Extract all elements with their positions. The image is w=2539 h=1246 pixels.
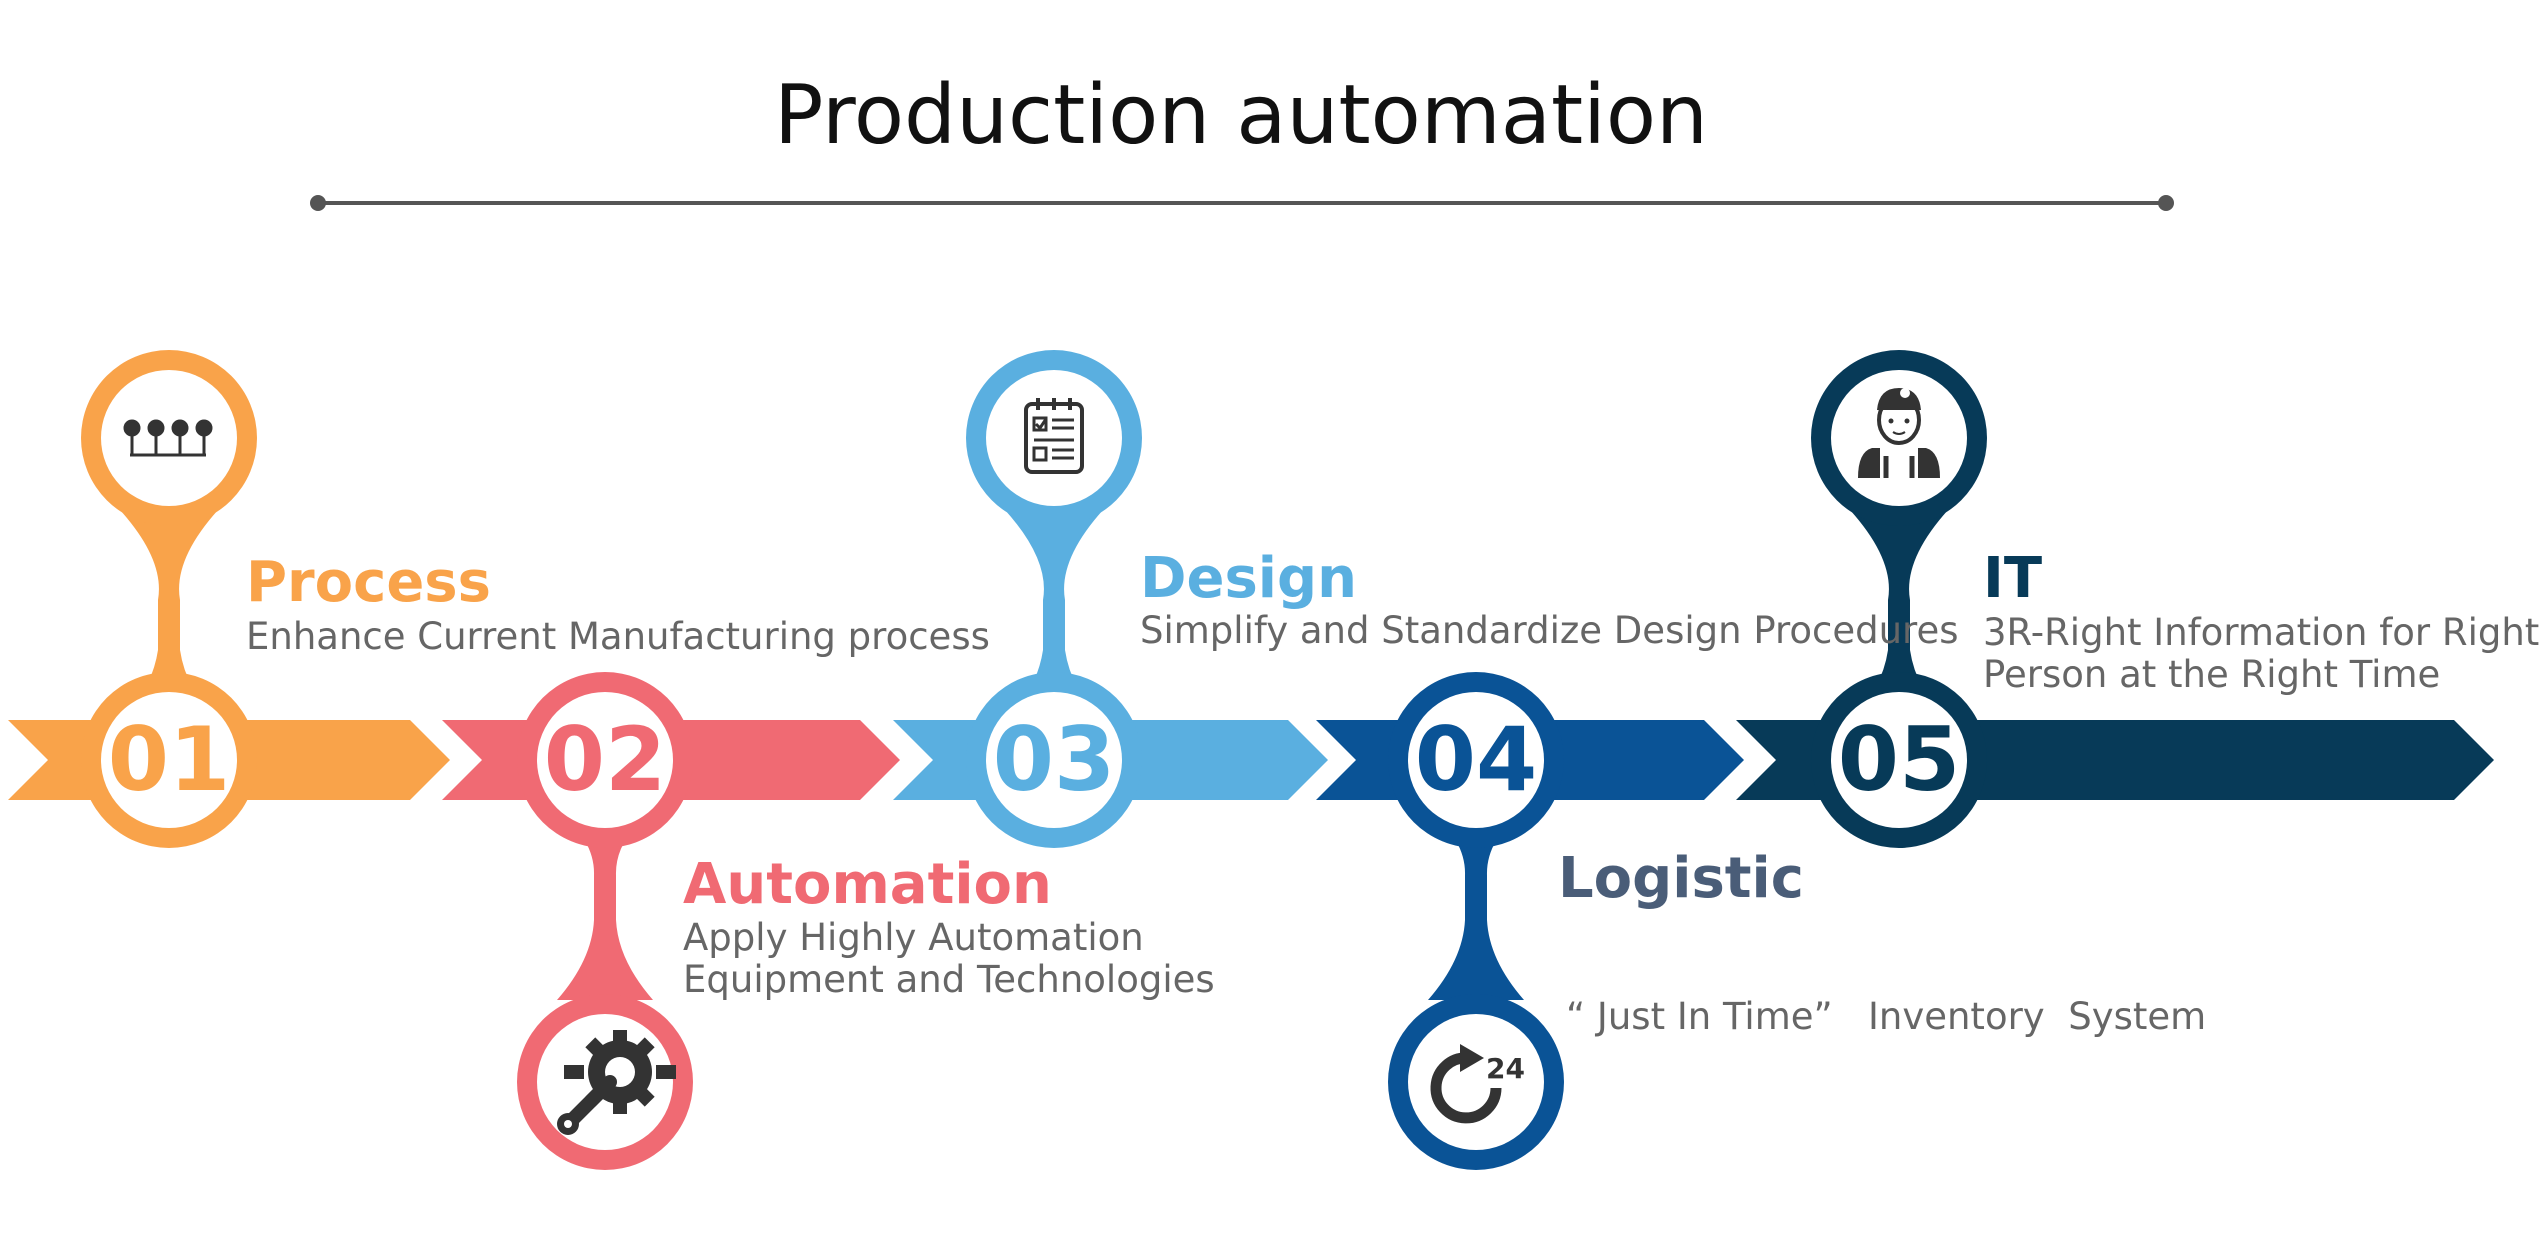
- description-line: Apply Highly Automation: [683, 916, 1144, 959]
- title-divider: [310, 195, 2174, 211]
- process-flow-icon: [123, 419, 213, 457]
- step-heading-logistic: Logistic: [1558, 846, 1804, 911]
- step-number-04: 04: [1414, 708, 1538, 811]
- worker-icon: [1858, 388, 1940, 478]
- description-line: Enhance Current Manufacturing process: [246, 615, 990, 658]
- connector-04: [1428, 810, 1524, 1000]
- description-line: Simplify and Standardize Design Procedur…: [1140, 609, 1959, 652]
- icon-ring-04: [1388, 994, 1564, 1170]
- number-ring-02: [517, 672, 693, 848]
- checklist-clipboard-icon: [1024, 398, 1084, 474]
- step-number-01: 01: [107, 708, 231, 811]
- step-heading-it: IT: [1983, 546, 2043, 611]
- connector-01: [120, 510, 218, 720]
- step-description-process: Enhance Current Manufacturing process: [246, 616, 990, 658]
- step-number-02: 02: [543, 708, 667, 811]
- step-description-logistic: “ Just In Time” Inventory System: [1566, 912, 2206, 1122]
- description-line: 3R-Right Information for Right: [1983, 611, 2539, 654]
- step-description-design: Simplify and Standardize Design Procedur…: [1140, 610, 1959, 652]
- page-title: Production automation: [773, 68, 1709, 163]
- description-line: “ Just In Time” Inventory System: [1566, 995, 2207, 1038]
- number-ring-01: [81, 672, 257, 848]
- step-description-automation: Apply Highly Automation Equipment and Te…: [683, 917, 1215, 1001]
- step-description-it: 3R-Right Information for Right Person at…: [1983, 612, 2539, 696]
- icon-ring-01: [81, 350, 257, 526]
- gear-wrench-icon: [557, 1030, 676, 1135]
- number-ring-05: [1811, 672, 1987, 848]
- description-line: Equipment and Technologies: [683, 958, 1215, 1001]
- number-ring-04: [1388, 672, 1564, 848]
- 24-hour-cycle-icon: 24: [1430, 1044, 1525, 1124]
- svg-text:24: 24: [1486, 1052, 1525, 1085]
- icon-ring-03: [966, 350, 1142, 526]
- step-heading-automation: Automation: [683, 852, 1052, 917]
- connector-05: [1850, 510, 1948, 720]
- step-heading-process: Process: [246, 550, 491, 615]
- step-number-03: 03: [992, 708, 1116, 811]
- description-line: Person at the Right Time: [1983, 653, 2441, 696]
- step-number-05: 05: [1837, 708, 1961, 811]
- step-heading-design: Design: [1140, 546, 1357, 611]
- connector-02: [557, 810, 653, 1000]
- number-ring-03: [966, 672, 1142, 848]
- connector-03: [1005, 510, 1103, 720]
